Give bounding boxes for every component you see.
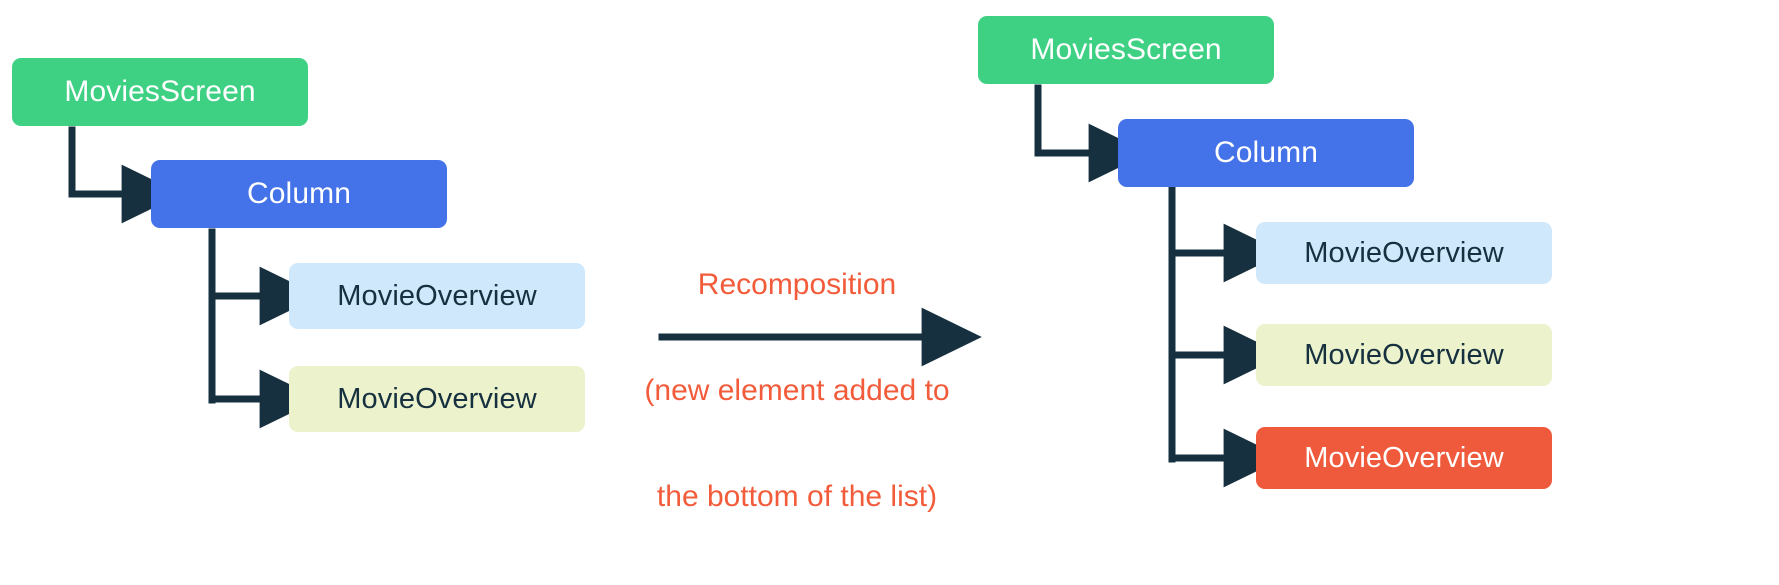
- after-node-movie-overview-1[interactable]: MovieOverview: [1256, 222, 1552, 284]
- edge-column-trunk-right: [1168, 186, 1284, 488]
- edge-column-trunk-left: [208, 228, 320, 429]
- before-node-movie-overview-1[interactable]: MovieOverview: [289, 263, 585, 329]
- recomposition-caption-line-3: the bottom of the list): [656, 480, 938, 514]
- after-node-column-label: Column: [1214, 136, 1318, 169]
- recomposition-caption: Recomposition (new element added to the …: [642, 196, 952, 585]
- after-node-movies-screen-label: MoviesScreen: [1030, 33, 1222, 66]
- before-node-movies-screen-label: MoviesScreen: [64, 75, 256, 108]
- edge-moviesscreen-to-column-left: [68, 126, 182, 224]
- after-node-movie-overview-3-label: MovieOverview: [1304, 441, 1504, 474]
- before-node-movie-overview-1-label: MovieOverview: [337, 279, 537, 312]
- recomposition-caption-line-2: (new element added to: [644, 373, 950, 407]
- before-node-movie-overview-2[interactable]: MovieOverview: [289, 366, 585, 432]
- before-node-movie-overview-2-label: MovieOverview: [337, 382, 537, 415]
- after-node-movie-overview-2-label: MovieOverview: [1304, 338, 1504, 371]
- after-node-movie-overview-1-label: MovieOverview: [1304, 236, 1504, 269]
- before-node-column[interactable]: Column: [151, 160, 447, 228]
- before-node-movies-screen[interactable]: MoviesScreen: [12, 58, 308, 126]
- after-node-movies-screen[interactable]: MoviesScreen: [978, 16, 1274, 84]
- before-node-column-label: Column: [247, 177, 351, 210]
- after-node-column[interactable]: Column: [1118, 119, 1414, 187]
- after-node-movie-overview-2[interactable]: MovieOverview: [1256, 324, 1552, 386]
- recomposition-caption-line-1: Recomposition: [697, 267, 897, 301]
- edge-moviesscreen-to-column-right: [1034, 84, 1149, 183]
- after-node-movie-overview-3[interactable]: MovieOverview: [1256, 427, 1552, 489]
